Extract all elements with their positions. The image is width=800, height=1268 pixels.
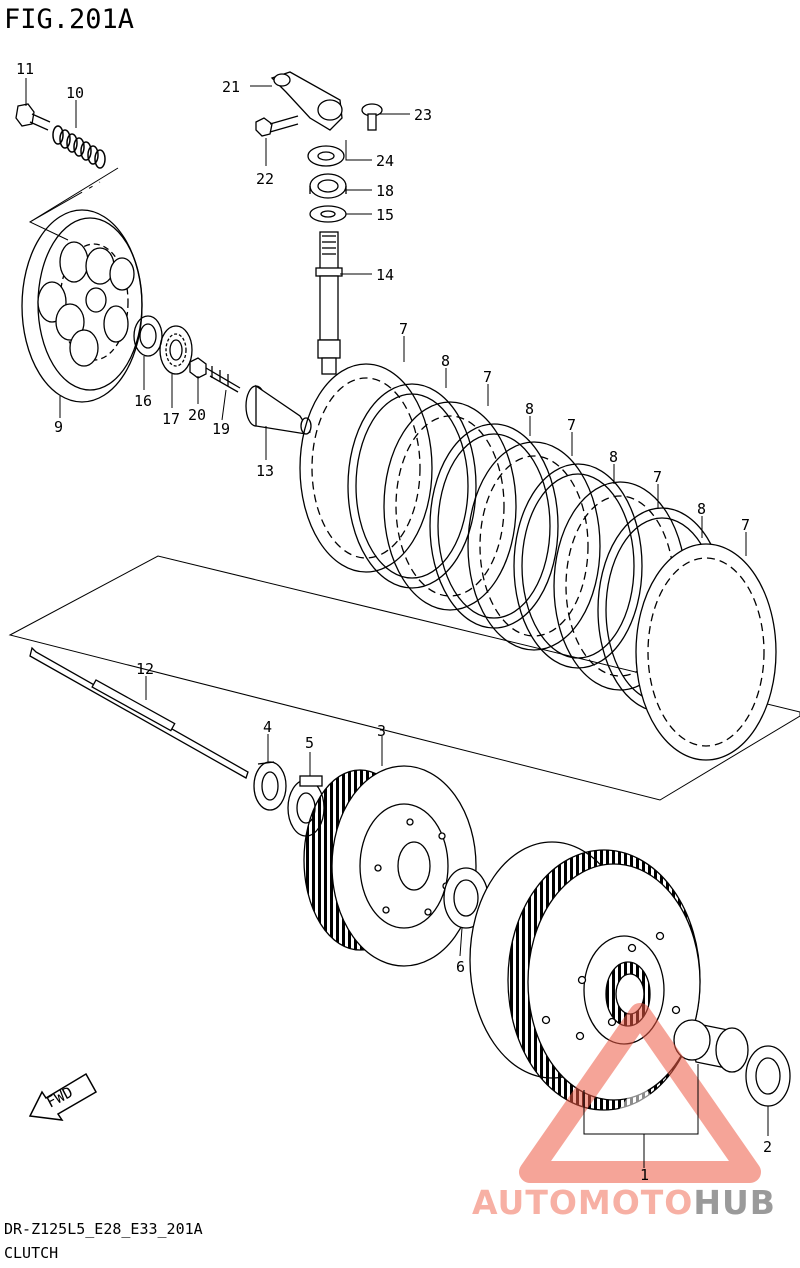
push-rod-12 — [29, 646, 249, 779]
model-code: DR-Z125L5_E28_E33_201A — [4, 1220, 203, 1238]
callout-5: 5 — [305, 734, 314, 752]
watermark-text: AUTOMOTOHUB — [472, 1183, 776, 1222]
callout-6: 6 — [456, 958, 465, 976]
callout-9: 9 — [54, 418, 63, 436]
callout-12: 12 — [136, 660, 154, 678]
callout-19: 19 — [212, 420, 230, 438]
callout-20: 20 — [188, 406, 206, 424]
fwd-arrow-icon: FWD — [28, 1072, 98, 1121]
callout-8-plate-3: 8 — [609, 448, 618, 466]
watermark-part2: HUB — [693, 1183, 776, 1222]
callout-1: 1 — [640, 1166, 649, 1184]
callout-7-plate-4: 7 — [653, 468, 662, 486]
bolt-22 — [255, 115, 299, 137]
clutch-plates-stack — [299, 363, 777, 761]
callout-7-plate-3: 7 — [567, 416, 576, 434]
washer-2 — [745, 1045, 791, 1107]
callout-13: 13 — [256, 462, 274, 480]
callout-18: 18 — [376, 182, 394, 200]
callout-8-plate-2: 8 — [525, 400, 534, 418]
callout-2: 2 — [763, 1138, 772, 1156]
callout-23: 23 — [414, 106, 432, 124]
figure-title: FIG.201A — [4, 4, 135, 35]
oil-seal-18 — [309, 173, 347, 199]
callout-7-plate-5: 7 — [741, 516, 750, 534]
pressure-plate — [21, 209, 143, 403]
callout-21: 21 — [222, 78, 240, 96]
plates-assembly-frame — [8, 555, 800, 801]
callout-4: 4 — [263, 718, 272, 736]
release-shaft-14 — [315, 231, 343, 375]
screw-23 — [361, 103, 383, 131]
callout-11: 11 — [16, 60, 34, 78]
callout-7-plate-1: 7 — [399, 320, 408, 338]
callout-15: 15 — [376, 206, 394, 224]
callout-3: 3 — [377, 722, 386, 740]
leader-lines — [25, 78, 769, 1168]
watermark-part1: AUTOMOTO — [472, 1183, 694, 1222]
release-rod-13 — [245, 384, 312, 435]
pressure-plate-frame — [28, 167, 119, 241]
watermark-logo — [519, 1003, 761, 1183]
nut-20 — [189, 357, 207, 379]
callout-labels: 1 2 3 4 5 6 7 7 7 7 7 8 8 8 8 9 10 11 12… — [16, 60, 772, 1184]
callout-10: 10 — [66, 84, 84, 102]
callout-24: 24 — [376, 152, 394, 170]
callout-7-plate-2: 7 — [483, 368, 492, 386]
thrust-bearing-17 — [159, 325, 193, 375]
callout-14: 14 — [376, 266, 394, 284]
callout-17: 17 — [162, 410, 180, 428]
clutch-sleeve-hub-3 — [303, 765, 477, 967]
callout-8-plate-1: 8 — [441, 352, 450, 370]
adjusting-screw-19 — [205, 366, 241, 393]
callout-16: 16 — [134, 392, 152, 410]
washer-15 — [309, 205, 347, 223]
spacer-sleeve — [673, 1019, 749, 1073]
clutch-spring-bolt — [15, 103, 51, 131]
washer-24 — [307, 145, 345, 167]
washer-16 — [133, 315, 163, 357]
section-name: CLUTCH — [4, 1244, 59, 1262]
release-arm-21 — [270, 71, 343, 131]
callout-22: 22 — [256, 170, 274, 188]
spacer-4 — [253, 761, 287, 811]
callout-8-plate-4: 8 — [697, 500, 706, 518]
clutch-spring — [52, 125, 106, 169]
